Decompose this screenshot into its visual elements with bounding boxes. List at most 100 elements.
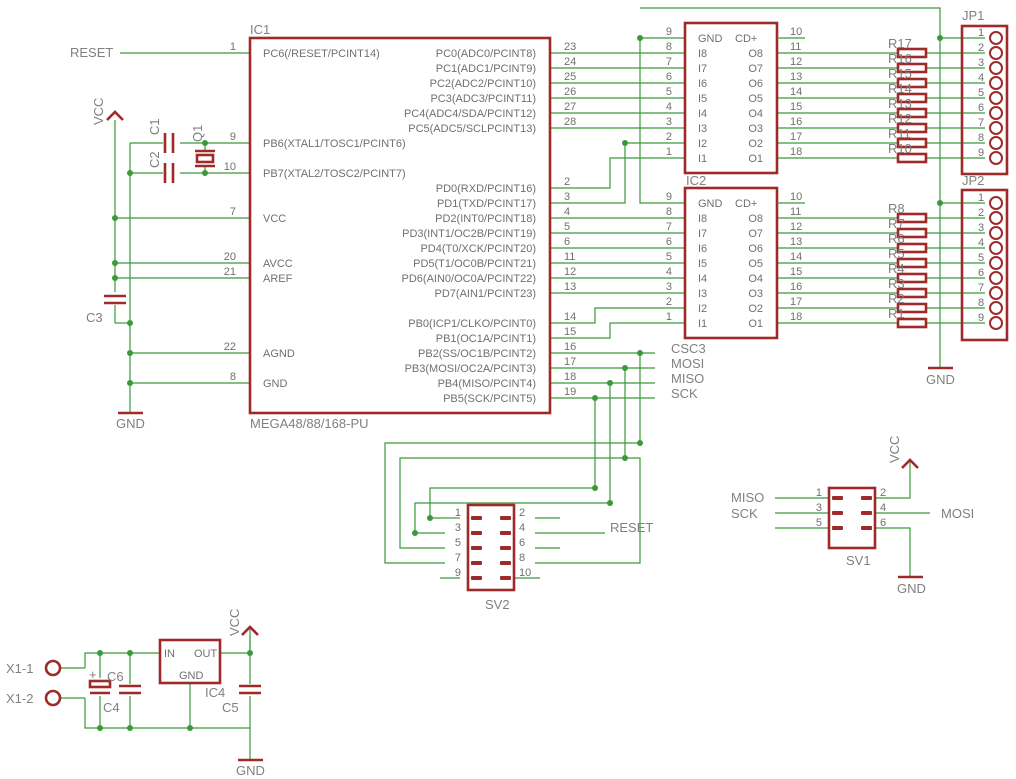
- resistor[interactable]: R8: [888, 201, 928, 224]
- connector-pin[interactable]: [989, 226, 1003, 240]
- driver-input-label: I6: [698, 78, 707, 90]
- connector-pin[interactable]: [989, 241, 1003, 255]
- connector-pin[interactable]: [989, 106, 1003, 120]
- header-pin[interactable]: [500, 546, 511, 550]
- header-pin[interactable]: [832, 496, 843, 500]
- connector-pin[interactable]: [989, 271, 1003, 285]
- resistor[interactable]: R3: [888, 276, 928, 299]
- resistor[interactable]: R4: [888, 261, 928, 284]
- mcu-pin-number: 23: [564, 41, 576, 53]
- sv1-mosi-label: MOSI: [941, 506, 974, 521]
- driver-output-label: O5: [748, 93, 763, 105]
- driver-input-label: I6: [698, 243, 707, 255]
- header-pin-number: 5: [455, 537, 461, 549]
- capacitor-c2[interactable]: C2: [147, 151, 175, 183]
- crystal-q1[interactable]: Q1: [190, 125, 215, 168]
- mcu-right-pins: 23PC0(ADC0/PCINT8)24PC1(ADC1/PCINT9)25PC…: [402, 41, 577, 405]
- mcu-pin-label: PD2(INT0/PCINT18): [435, 213, 536, 225]
- header-pin[interactable]: [500, 516, 511, 520]
- header-pin[interactable]: [500, 561, 511, 565]
- connector-pin[interactable]: [989, 301, 1003, 315]
- connector-pin[interactable]: [989, 196, 1003, 210]
- mcu-left-pins: 1PC6(/RESET/PCINT14)9PB6(XTAL1/TOSC1/PCI…: [224, 41, 406, 390]
- resistor[interactable]: R17: [888, 36, 928, 59]
- resistor[interactable]: R12: [888, 111, 928, 134]
- connector-pin-number: 5: [978, 87, 984, 99]
- header-pin[interactable]: [471, 576, 482, 580]
- header-pin[interactable]: [471, 546, 482, 550]
- resistor[interactable]: R2: [888, 291, 928, 314]
- driver-input-label: I1: [698, 153, 707, 165]
- capacitor-c5[interactable]: C5: [222, 684, 261, 715]
- c4-plus: +: [89, 667, 97, 682]
- mcu-value: MEGA48/88/168-PU: [250, 416, 369, 431]
- sv2-name: SV2: [485, 597, 510, 612]
- mcu-pin-label: PC0(ADC0/PCINT8): [436, 48, 536, 60]
- header-pin[interactable]: [471, 561, 482, 565]
- connector-pin[interactable]: [989, 91, 1003, 105]
- resistor[interactable]: R10: [888, 141, 928, 164]
- connector-pin[interactable]: [989, 256, 1003, 270]
- connector-pin[interactable]: [989, 136, 1003, 150]
- connector-pin[interactable]: [989, 151, 1003, 165]
- header-pin[interactable]: [861, 496, 872, 500]
- terminal-x1-2[interactable]: X1-2: [6, 689, 62, 707]
- connector-pin[interactable]: [989, 316, 1003, 330]
- driver-output-label: O1: [748, 153, 763, 165]
- connector-pin[interactable]: [989, 121, 1003, 135]
- resistor[interactable]: R6: [888, 231, 928, 254]
- terminal-x1-1[interactable]: X1-1: [6, 659, 62, 677]
- connector-pin-number: 7: [978, 117, 984, 129]
- connector-pin[interactable]: [989, 31, 1003, 45]
- mcu-pin-number: 26: [564, 86, 576, 98]
- resistor[interactable]: R1: [888, 306, 928, 329]
- mcu-ic1[interactable]: IC1 MEGA48/88/168-PU 1PC6(/RESET/PCINT14…: [224, 22, 577, 431]
- resistor[interactable]: R14: [888, 81, 928, 104]
- driver-pin-number: 10: [790, 26, 802, 38]
- x1-2-label: X1-2: [6, 691, 33, 706]
- connector-pin[interactable]: [989, 61, 1003, 75]
- connector-pin[interactable]: [989, 76, 1003, 90]
- connector-pin[interactable]: [989, 211, 1003, 225]
- connector-pin-number: 1: [978, 192, 984, 204]
- connector-pin-number: 6: [978, 102, 984, 114]
- mcu-pin-number: 3: [564, 191, 570, 203]
- header-pin[interactable]: [500, 531, 511, 535]
- header-pin[interactable]: [471, 516, 482, 520]
- driver-output-label: O2: [748, 138, 763, 150]
- header-pin[interactable]: [832, 526, 843, 530]
- driver-input-label: I3: [698, 123, 707, 135]
- capacitor-c1[interactable]: C1: [147, 118, 175, 153]
- capacitor-c6[interactable]: C6: [107, 669, 141, 695]
- capacitor-c3[interactable]: C3: [86, 294, 126, 325]
- vcc-label-psu: VCC: [227, 609, 242, 636]
- vcc-symbol-left: VCC: [91, 98, 124, 125]
- driver-output-label: O1: [748, 318, 763, 330]
- driver-pin-number: 14: [790, 251, 802, 263]
- header-pin[interactable]: [471, 531, 482, 535]
- capacitor-c4[interactable]: + C4: [88, 667, 120, 715]
- resistor[interactable]: R11: [888, 126, 928, 149]
- resistor[interactable]: R5: [888, 246, 928, 269]
- resistor[interactable]: R7: [888, 216, 928, 239]
- connector-pin[interactable]: [989, 286, 1003, 300]
- regulator-ic4[interactable]: IN OUT GND IC4: [158, 638, 225, 700]
- resistor[interactable]: R13: [888, 96, 928, 119]
- resistor[interactable]: R15: [888, 66, 928, 89]
- connector-pin[interactable]: [989, 46, 1003, 60]
- resistor[interactable]: R16: [888, 51, 928, 74]
- header-pin[interactable]: [861, 526, 872, 530]
- header-pin[interactable]: [832, 511, 843, 515]
- header-pin[interactable]: [500, 576, 511, 580]
- driver-pin-number: 1: [666, 146, 672, 158]
- c1-label: C1: [147, 118, 162, 135]
- header-pin[interactable]: [861, 511, 872, 515]
